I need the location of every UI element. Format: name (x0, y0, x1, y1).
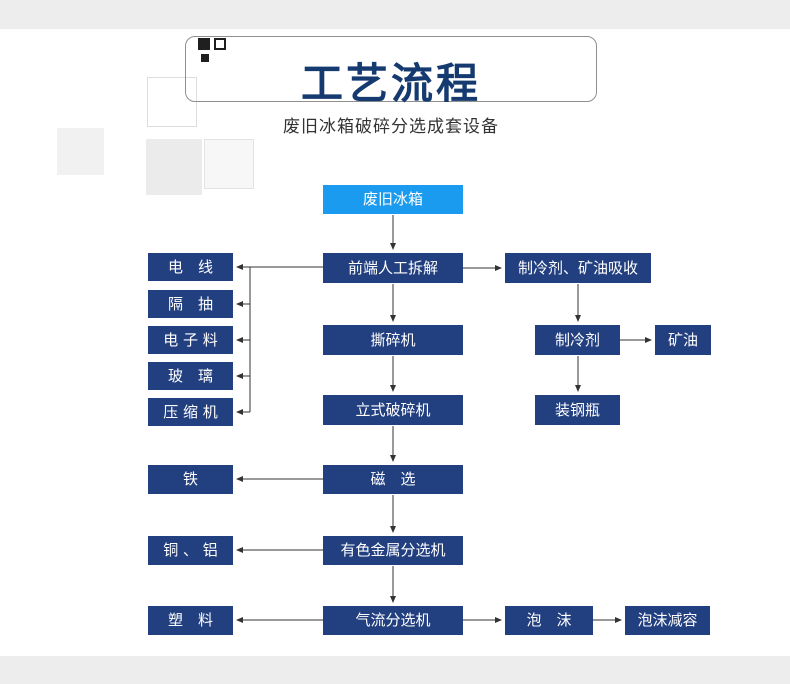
node-steel-cylinder: 装钢瓶 (535, 395, 620, 425)
decor-corner-square-outline (214, 38, 226, 50)
node-foam-reduction: 泡沫减容 (625, 606, 710, 635)
node-glass: 玻 璃 (148, 362, 233, 390)
node-iron: 铁 (148, 465, 233, 494)
top-gray-band (0, 0, 790, 29)
decor-square (147, 77, 197, 127)
node-waste-fridge: 废旧冰箱 (323, 185, 463, 214)
decor-square (146, 139, 202, 195)
node-refrigerant: 制冷剂 (535, 325, 620, 355)
decor-square (204, 139, 254, 189)
node-magnetic-separation: 磁 选 (323, 465, 463, 494)
node-compressor: 压 缩 机 (148, 398, 233, 426)
decor-corner-square-small (201, 54, 209, 62)
decor-corner-square-filled (198, 38, 210, 50)
bottom-gray-band (0, 656, 790, 684)
page-subtitle: 废旧冰箱破碎分选成套设备 (283, 117, 499, 137)
node-partition: 隔 抽 (148, 290, 233, 318)
page-title: 工艺流程 (300, 59, 481, 108)
title-frame (185, 36, 597, 102)
node-plastic: 塑 料 (148, 606, 233, 635)
node-copper-aluminum: 铜 、 铝 (148, 536, 233, 565)
node-nonferrous-sorter: 有色金属分选机 (323, 536, 463, 565)
node-wire: 电 线 (148, 253, 233, 281)
node-electronics: 电 子 料 (148, 326, 233, 354)
decor-square (57, 128, 104, 175)
node-manual-dismantle: 前端人工拆解 (323, 253, 463, 283)
node-shredder: 撕碎机 (323, 325, 463, 355)
node-foam: 泡 沫 (505, 606, 593, 635)
node-airflow-sorter: 气流分选机 (323, 606, 463, 635)
node-vertical-crusher: 立式破碎机 (323, 395, 463, 425)
node-refrigerant-oil-absorb: 制冷剂、矿油吸收 (505, 253, 651, 283)
node-mineral-oil: 矿油 (655, 325, 711, 355)
